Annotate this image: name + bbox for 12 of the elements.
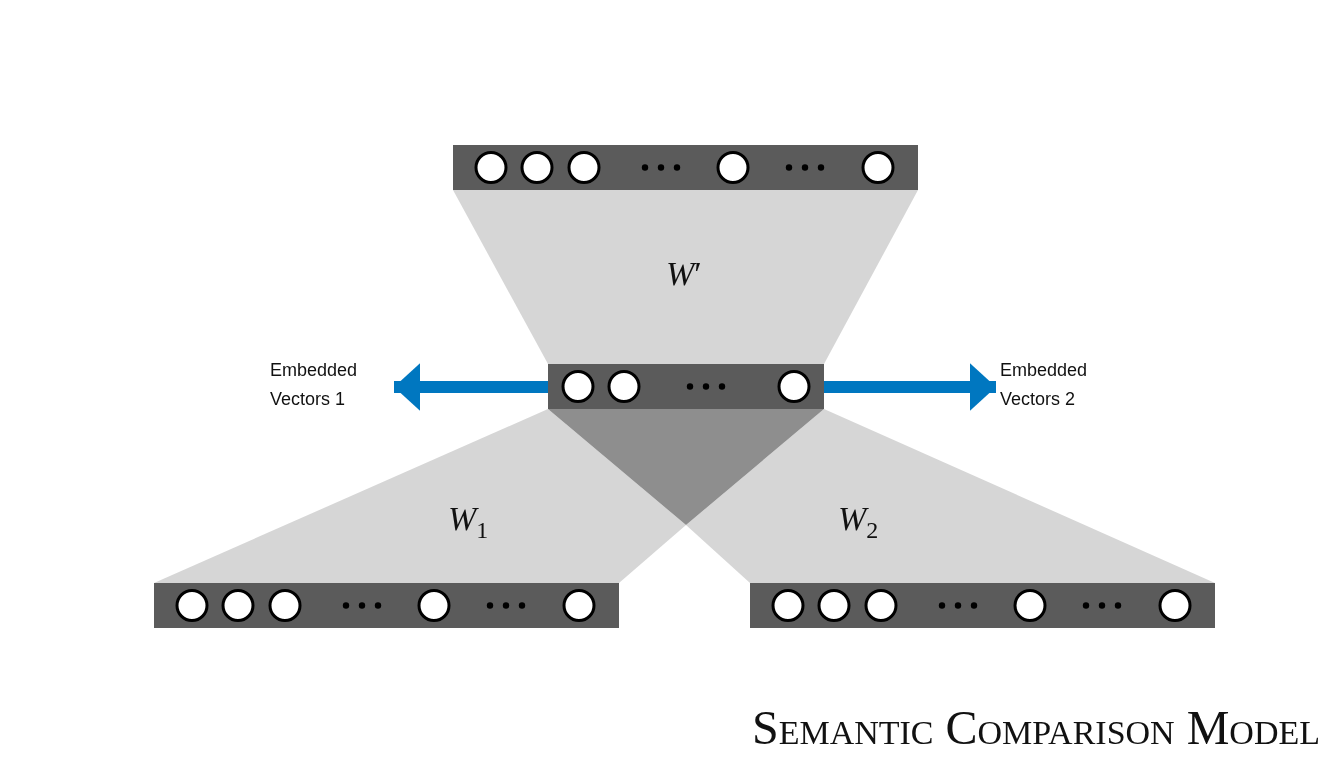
embedded-vectors-label: Embedded Vectors 1 <box>270 356 390 414</box>
embedded-vectors-label: Embedded Vectors 2 <box>1000 356 1120 414</box>
neuron-layer-bar <box>548 364 824 409</box>
weight-label: W′ <box>666 255 702 293</box>
neuron-layer-bar <box>750 583 1215 628</box>
weight-label: W$_{2}$ <box>838 500 879 544</box>
neuron-layer-bar <box>154 583 619 628</box>
neuron-layer-bar <box>453 145 918 190</box>
arrow <box>824 363 996 411</box>
weight-label: W$_{1}$ <box>448 500 489 544</box>
diagram-title: Semantic Comparison Model <box>751 700 1320 755</box>
arrow <box>394 363 548 411</box>
